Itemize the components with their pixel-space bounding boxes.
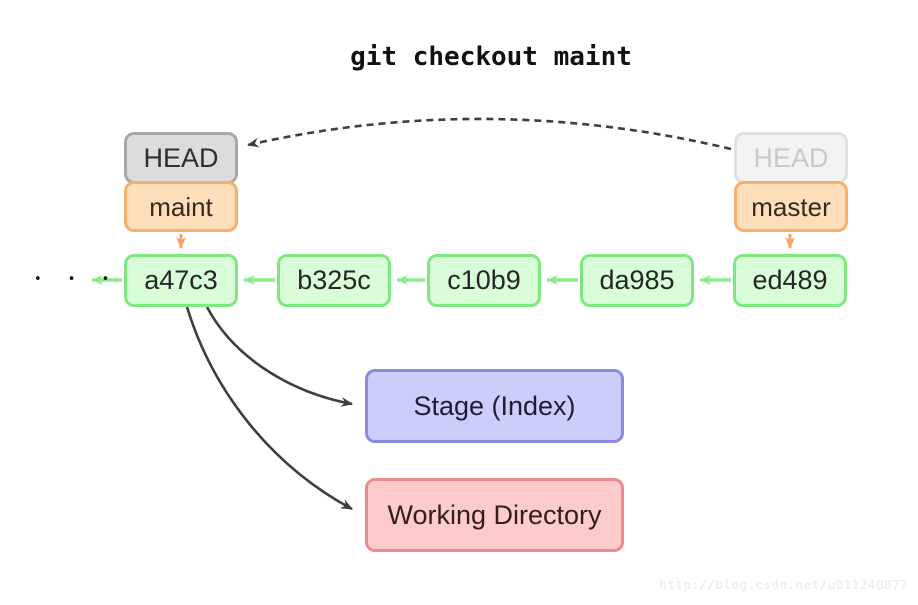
diagram-title: git checkout maint	[350, 42, 632, 72]
head-label-previous: HEAD	[734, 132, 848, 184]
commit-node-ed489: ed489	[733, 254, 847, 307]
head-move-dashed-arrow	[247, 117, 732, 151]
commit-node-b325c: b325c	[277, 254, 391, 307]
commit-node-c10b9: c10b9	[427, 254, 541, 307]
head-label-current: HEAD	[124, 132, 238, 184]
stage-index-box: Stage (Index)	[365, 369, 624, 443]
watermark-url: http://blog.csdn.net/u011240877	[659, 577, 908, 592]
commit-node-a47c3: a47c3	[124, 254, 238, 307]
branch-label-master: master	[734, 181, 848, 232]
checkout-to-working-arrow	[185, 306, 353, 511]
history-ellipsis: • • •	[34, 272, 121, 287]
commit-node-da985: da985	[580, 254, 694, 307]
working-directory-box: Working Directory	[365, 478, 624, 552]
branch-label-maint: maint	[124, 181, 238, 232]
checkout-to-stage-arrow	[205, 306, 353, 407]
